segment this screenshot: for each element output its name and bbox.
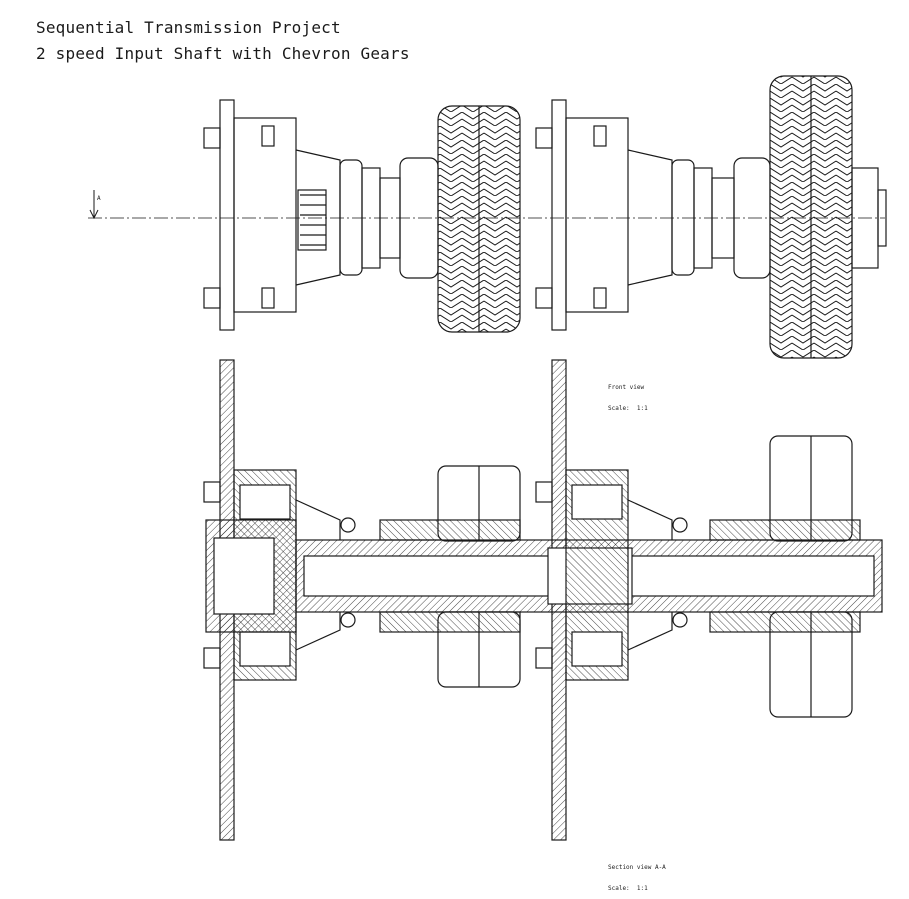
right-chevron-gear-front <box>769 75 887 359</box>
section-view-name: Section view A-A <box>608 864 666 871</box>
drawing-subtitle: 2 speed Input Shaft with Chevron Gears <box>36 44 410 63</box>
technical-drawing <box>88 75 887 841</box>
front-view-label: Front view Scale: 1:1 <box>608 370 648 419</box>
left-bearing-front <box>339 157 439 279</box>
front-view <box>88 75 887 359</box>
section-view-label: Section view A-A Scale: 1:1 <box>608 850 666 899</box>
drawing-title: Sequential Transmission Project <box>36 18 341 37</box>
middle-flange-front <box>535 99 771 331</box>
front-view-name: Front view <box>608 384 645 391</box>
front-view-scale: Scale: 1:1 <box>608 405 648 412</box>
left-flange-front <box>203 99 341 331</box>
section-marker-letter: A <box>97 195 101 202</box>
section-view-scale: Scale: 1:1 <box>608 885 648 892</box>
left-chevron-gear-front <box>437 105 521 333</box>
section-view <box>203 359 883 841</box>
